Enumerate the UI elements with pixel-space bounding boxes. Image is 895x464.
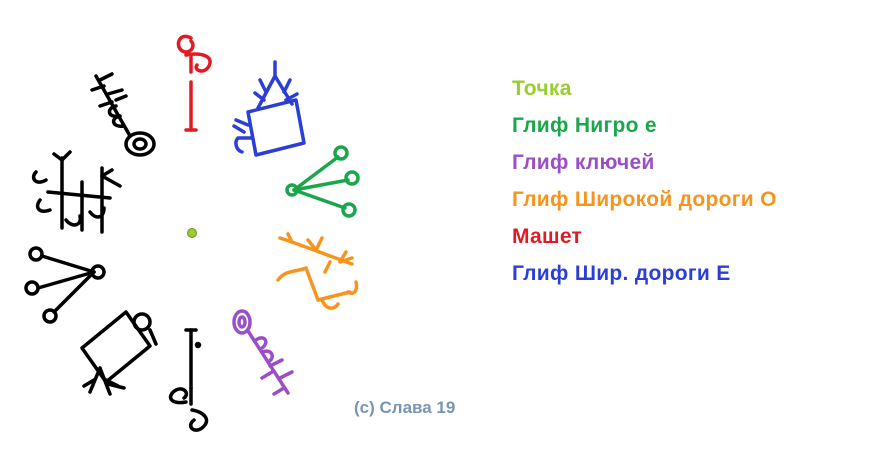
nigro-mirror-glyph xyxy=(24,246,106,324)
legend: Точка Глиф Нигро е Глиф ключей Глиф Широ… xyxy=(512,74,777,296)
glif-klyuchey-glyph xyxy=(232,309,294,396)
glif-shirokoy-dorogi-o-glyph xyxy=(276,232,359,310)
legend-item-glif-klyuchey: Глиф ключей xyxy=(512,151,655,174)
legend-item-tochka: Точка xyxy=(512,77,572,100)
glif-nigro-e-glyph xyxy=(285,145,360,218)
legend-item-glif-shir-dorogi-e: Глиф Шир. дороги Е xyxy=(512,262,731,285)
legend-item-mashet: Машет xyxy=(512,225,583,248)
klyuchey-mirror-glyph xyxy=(90,72,156,157)
mashet-glyph xyxy=(176,34,212,132)
legend-item-glif-nigro-e: Глиф Нигро е xyxy=(512,114,657,137)
legend-item-glif-shirokoy-dorogi-o: Глиф Широкой дороги О xyxy=(512,188,777,211)
shir-dorogi-e-mirror-glyph xyxy=(80,310,158,396)
mashet-mirror-glyph xyxy=(168,328,209,432)
center-point xyxy=(187,228,197,238)
glif-shir-dorogi-e-glyph xyxy=(232,60,306,157)
copyright-text: (c) Слава 19 xyxy=(354,398,456,417)
shirokoy-dorogi-mirror-glyph xyxy=(31,150,122,234)
